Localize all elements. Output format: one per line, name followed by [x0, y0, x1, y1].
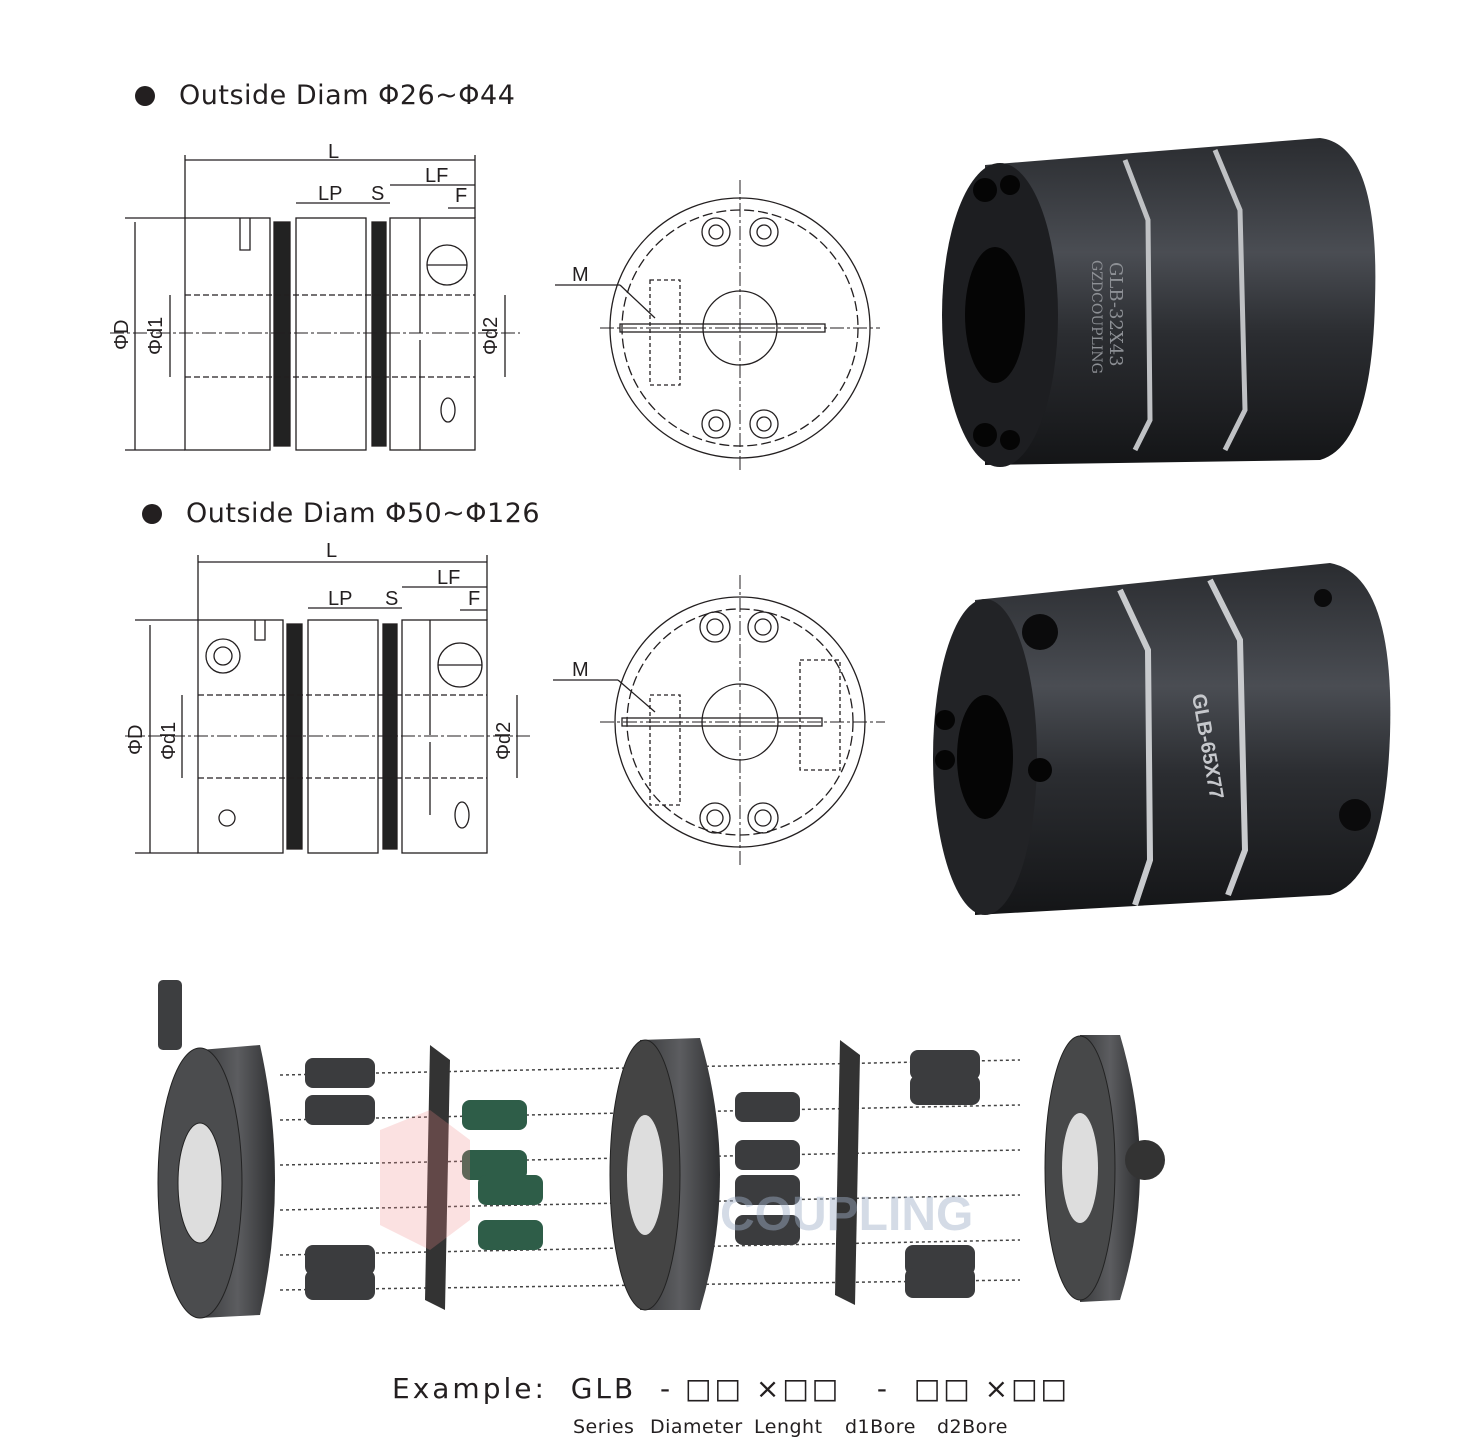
example-label: Example: — [392, 1372, 547, 1405]
dim-F: F — [455, 185, 467, 207]
end-view-drawing-1 — [555, 180, 880, 470]
example-model-pattern: GLB - □□ ×□□ - □□ ×□□ — [570, 1372, 1071, 1405]
dim-F: F — [468, 588, 480, 610]
section-heading-small: Outside Diam Φ26~Φ44 — [135, 80, 515, 111]
section-heading-large: Outside Diam Φ50~Φ126 — [142, 498, 540, 529]
bullet-icon — [142, 503, 162, 524]
heading-text: Outside Diam Φ26~Φ44 — [179, 80, 516, 111]
exploded-assembly-view: COUPLING — [157, 980, 1165, 1319]
dim-M: M — [572, 264, 589, 286]
engraving-model: GLB-32X43 — [1105, 262, 1126, 367]
example-code: Example: GLB - □□ ×□□ - □□ ×□□ — [392, 1372, 1070, 1405]
coupling-photo-1: GZDCOUPLING GLB-32X43 — [942, 138, 1376, 467]
dim-S: S — [385, 588, 398, 610]
dim-d2: Φd2 — [493, 722, 515, 760]
dim-D: ΦD — [125, 725, 147, 755]
part-length: Lenght — [754, 1416, 823, 1438]
coupling-photo-2: GLB-65X77 — [933, 563, 1391, 915]
dim-M: M — [572, 659, 589, 681]
dim-LP: LP — [318, 183, 342, 205]
bullet-icon — [135, 85, 155, 106]
dim-L: L — [328, 141, 339, 163]
dim-LP: LP — [328, 588, 352, 610]
side-view-drawing-1 — [110, 155, 520, 451]
dim-LF: LF — [425, 165, 448, 187]
part-d2bore: d2Bore — [937, 1416, 1008, 1438]
heading-text: Outside Diam Φ50~Φ126 — [186, 498, 541, 529]
dim-d1: Φd1 — [145, 317, 167, 355]
part-d1bore: d1Bore — [845, 1416, 916, 1438]
engraving-brand: GZDCOUPLING — [1088, 260, 1104, 374]
dim-d2: Φd2 — [480, 317, 502, 355]
part-diameter: Diameter — [650, 1416, 743, 1438]
end-view-drawing-2 — [553, 575, 885, 865]
dim-LF: LF — [437, 567, 460, 589]
dim-S: S — [371, 183, 384, 205]
dim-d1: Φd1 — [158, 722, 180, 760]
side-view-drawing-2 — [125, 555, 530, 854]
watermark-text: COUPLING — [720, 1188, 973, 1241]
dim-D: ΦD — [111, 320, 133, 350]
part-series: Series — [573, 1416, 635, 1438]
dim-L: L — [326, 540, 337, 562]
